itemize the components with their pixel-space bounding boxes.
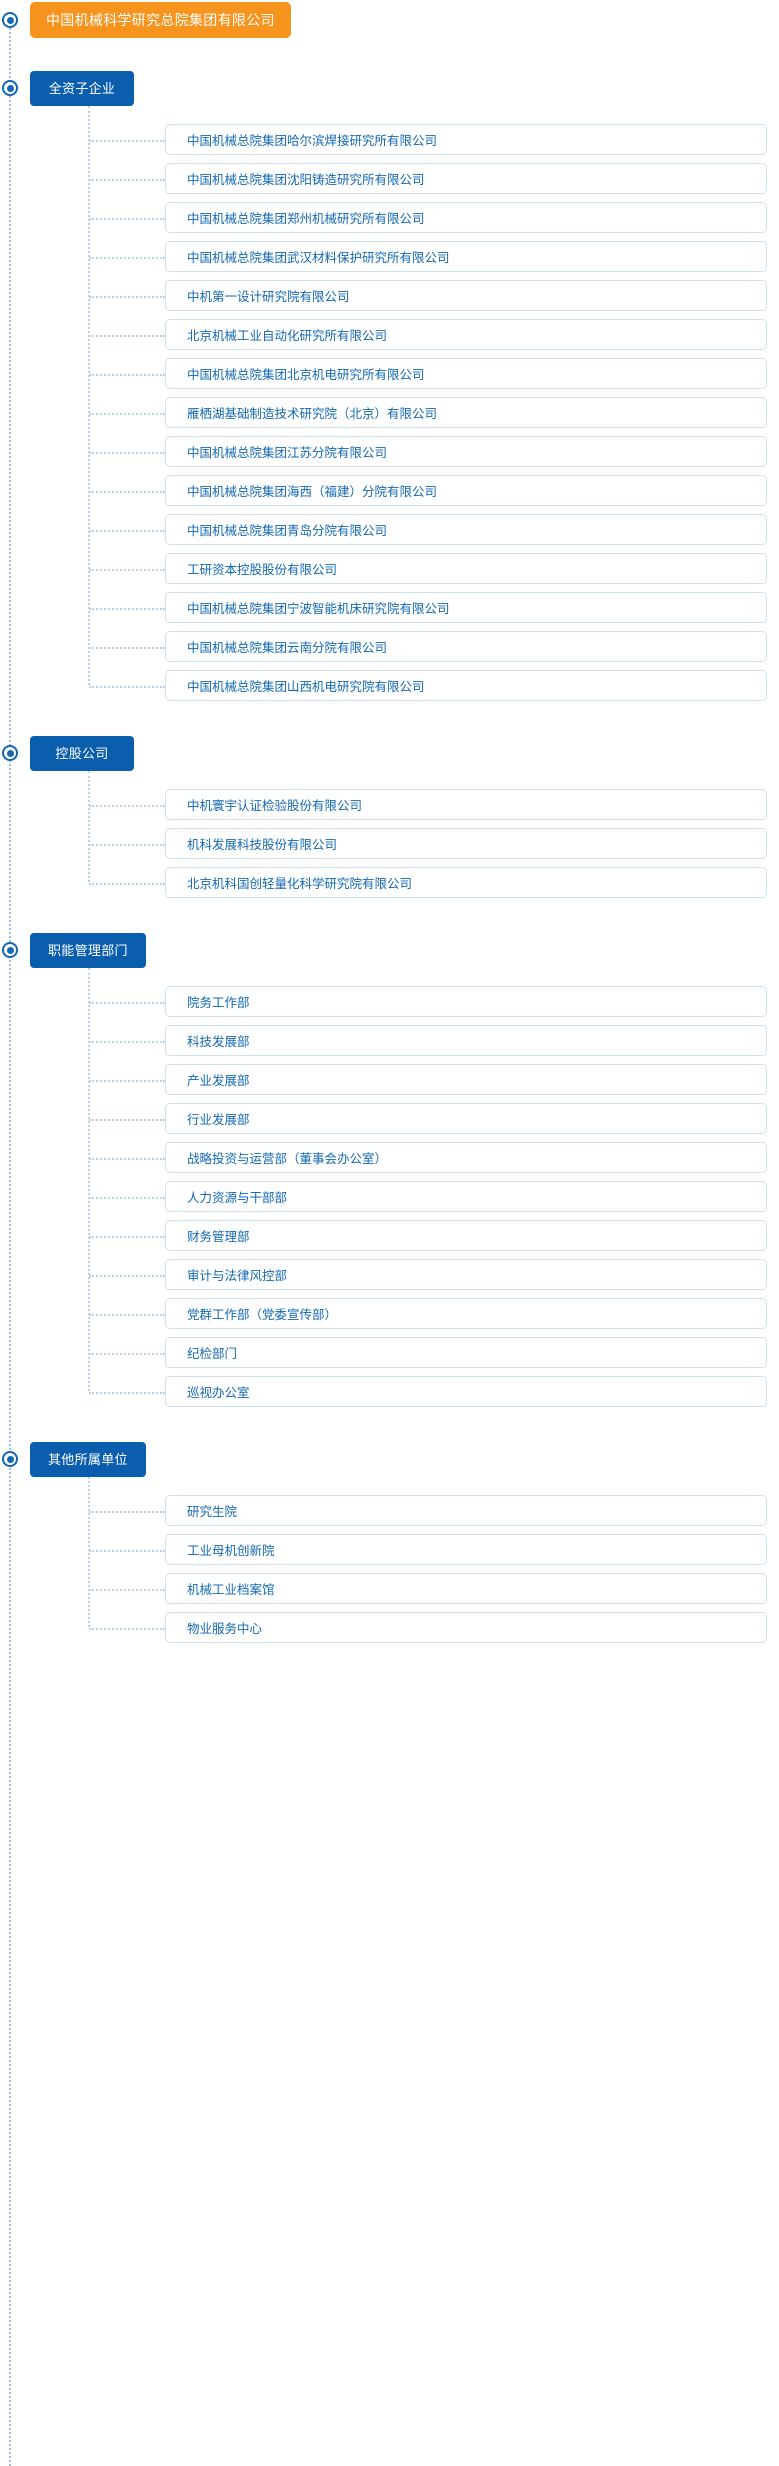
org-unit-card[interactable]: 战略投资与运营部（董事会办公室） xyxy=(165,1142,767,1173)
list-item: 科技发展部 xyxy=(89,1021,779,1060)
org-unit-card[interactable]: 机科发展科技股份有限公司 xyxy=(165,828,767,859)
group-children-list: 院务工作部科技发展部产业发展部行业发展部战略投资与运营部（董事会办公室） 人力资源… xyxy=(0,968,779,1411)
list-item: 中国机械总院集团北京机电研究所有限公司 xyxy=(89,354,779,393)
org-unit-card[interactable]: 中国机械总院集团哈尔滨焊接研究所有限公司 xyxy=(165,124,767,155)
org-unit-card[interactable]: 工业母机创新院 xyxy=(165,1534,767,1565)
org-unit-card[interactable]: 中国机械总院集团武汉材料保护研究所有限公司 xyxy=(165,241,767,272)
org-unit-card[interactable]: 产业发展部 xyxy=(165,1064,767,1095)
group-label[interactable]: 控股公司 xyxy=(30,735,134,771)
group-children-list: 中机寰宇认证检验股份有限公司机科发展科技股份有限公司北京机科国创轻量化科学研究院… xyxy=(0,771,779,902)
list-item: 院务工作部 xyxy=(89,982,779,1021)
list-item: 中国机械总院集团哈尔滨焊接研究所有限公司 xyxy=(89,120,779,159)
org-unit-card[interactable]: 北京机科国创轻量化科学研究院有限公司 xyxy=(165,867,767,898)
list-item: 中国机械总院集团江苏分院有限公司 xyxy=(89,432,779,471)
list-item: 中机第一设计研究院有限公司 xyxy=(89,276,779,315)
org-unit-card[interactable]: 中国机械总院集团沈阳铸造研究所有限公司 xyxy=(165,163,767,194)
org-unit-card[interactable]: 中国机械总院集团山西机电研究院有限公司 xyxy=(165,670,767,701)
group-children-list: 中国机械总院集团哈尔滨焊接研究所有限公司中国机械总院集团沈阳铸造研究所有限公司中… xyxy=(0,106,779,705)
group-label[interactable]: 职能管理部门 xyxy=(30,932,146,968)
list-item: 机械工业档案馆 xyxy=(89,1569,779,1608)
group-children-list: 研究生院工业母机创新院机械工业档案馆物业服务中心 xyxy=(0,1477,779,1647)
main-spine-line xyxy=(9,24,11,2466)
org-group: 其他所属单位研究生院工业母机创新院机械工业档案馆物业服务中心 xyxy=(0,1439,779,1647)
org-unit-card[interactable]: 中国机械总院集团云南分院有限公司 xyxy=(165,631,767,662)
org-unit-card[interactable]: 工研资本控股股份有限公司 xyxy=(165,553,767,584)
list-item: 审计与法律风控部 xyxy=(89,1255,779,1294)
list-item: 产业发展部 xyxy=(89,1060,779,1099)
list-item: 中国机械总院集团武汉材料保护研究所有限公司 xyxy=(89,237,779,276)
group-header-row: 控股公司 xyxy=(0,733,779,773)
list-item: 工研资本控股股份有限公司 xyxy=(89,549,779,588)
list-item: 中国机械总院集团青岛分院有限公司 xyxy=(89,510,779,549)
list-item: 中国机械总院集团海西（福建）分院有限公司 xyxy=(89,471,779,510)
root-node-label[interactable]: 中国机械科学研究总院集团有限公司 xyxy=(30,2,291,38)
org-group: 全资子企业中国机械总院集团哈尔滨焊接研究所有限公司中国机械总院集团沈阳铸造研究所… xyxy=(0,68,779,705)
org-group: 职能管理部门院务工作部科技发展部产业发展部行业发展部战略投资与运营部（董事会办公… xyxy=(0,930,779,1411)
org-unit-card[interactable]: 财务管理部 xyxy=(165,1220,767,1251)
org-unit-card[interactable]: 巡视办公室 xyxy=(165,1376,767,1407)
org-unit-card[interactable]: 党群工作部（党委宣传部） xyxy=(165,1298,767,1329)
org-unit-card[interactable]: 中国机械总院集团宁波智能机床研究院有限公司 xyxy=(165,592,767,623)
group-header-row: 职能管理部门 xyxy=(0,930,779,970)
groups-container: 全资子企业中国机械总院集团哈尔滨焊接研究所有限公司中国机械总院集团沈阳铸造研究所… xyxy=(0,68,779,1647)
org-unit-card[interactable]: 审计与法律风控部 xyxy=(165,1259,767,1290)
org-unit-card[interactable]: 研究生院 xyxy=(165,1495,767,1526)
org-unit-card[interactable]: 雁栖湖基础制造技术研究院（北京）有限公司 xyxy=(165,397,767,428)
list-item: 中国机械总院集团郑州机械研究所有限公司 xyxy=(89,198,779,237)
org-unit-card[interactable]: 北京机械工业自动化研究所有限公司 xyxy=(165,319,767,350)
list-item: 中国机械总院集团沈阳铸造研究所有限公司 xyxy=(89,159,779,198)
org-group: 控股公司中机寰宇认证检验股份有限公司机科发展科技股份有限公司北京机科国创轻量化科… xyxy=(0,733,779,902)
list-item: 财务管理部 xyxy=(89,1216,779,1255)
list-item: 北京机械工业自动化研究所有限公司 xyxy=(89,315,779,354)
group-node-dot-icon xyxy=(2,1451,18,1467)
org-unit-card[interactable]: 中机第一设计研究院有限公司 xyxy=(165,280,767,311)
list-item: 中国机械总院集团山西机电研究院有限公司 xyxy=(89,666,779,705)
org-unit-card[interactable]: 中国机械总院集团江苏分院有限公司 xyxy=(165,436,767,467)
org-unit-card[interactable]: 纪检部门 xyxy=(165,1337,767,1368)
group-label[interactable]: 其他所属单位 xyxy=(30,1441,146,1477)
root-node-row: 中国机械科学研究总院集团有限公司 xyxy=(0,0,779,40)
org-unit-card[interactable]: 机械工业档案馆 xyxy=(165,1573,767,1604)
org-unit-card[interactable]: 人力资源与干部部 xyxy=(165,1181,767,1212)
list-item: 物业服务中心 xyxy=(89,1608,779,1647)
group-node-dot-icon xyxy=(2,80,18,96)
list-item: 雁栖湖基础制造技术研究院（北京）有限公司 xyxy=(89,393,779,432)
list-item: 纪检部门 xyxy=(89,1333,779,1372)
list-item: 战略投资与运营部（董事会办公室） xyxy=(89,1138,779,1177)
list-item: 研究生院 xyxy=(89,1491,779,1530)
org-unit-card[interactable]: 院务工作部 xyxy=(165,986,767,1017)
group-header-row: 全资子企业 xyxy=(0,68,779,108)
org-unit-card[interactable]: 中国机械总院集团海西（福建）分院有限公司 xyxy=(165,475,767,506)
list-item: 党群工作部（党委宣传部） xyxy=(89,1294,779,1333)
list-item: 中国机械总院集团云南分院有限公司 xyxy=(89,627,779,666)
list-item: 人力资源与干部部 xyxy=(89,1177,779,1216)
org-unit-card[interactable]: 行业发展部 xyxy=(165,1103,767,1134)
list-item: 行业发展部 xyxy=(89,1099,779,1138)
list-item: 巡视办公室 xyxy=(89,1372,779,1411)
root-node-dot-icon xyxy=(2,12,18,28)
list-item: 中国机械总院集团宁波智能机床研究院有限公司 xyxy=(89,588,779,627)
list-item: 北京机科国创轻量化科学研究院有限公司 xyxy=(89,863,779,902)
org-unit-card[interactable]: 中国机械总院集团青岛分院有限公司 xyxy=(165,514,767,545)
org-unit-card[interactable]: 中国机械总院集团北京机电研究所有限公司 xyxy=(165,358,767,389)
org-unit-card[interactable]: 物业服务中心 xyxy=(165,1612,767,1643)
org-unit-card[interactable]: 中国机械总院集团郑州机械研究所有限公司 xyxy=(165,202,767,233)
group-node-dot-icon xyxy=(2,745,18,761)
group-node-dot-icon xyxy=(2,942,18,958)
group-header-row: 其他所属单位 xyxy=(0,1439,779,1479)
list-item: 中机寰宇认证检验股份有限公司 xyxy=(89,785,779,824)
list-item: 机科发展科技股份有限公司 xyxy=(89,824,779,863)
org-unit-card[interactable]: 中机寰宇认证检验股份有限公司 xyxy=(165,789,767,820)
group-label[interactable]: 全资子企业 xyxy=(30,70,134,106)
list-item: 工业母机创新院 xyxy=(89,1530,779,1569)
org-unit-card[interactable]: 科技发展部 xyxy=(165,1025,767,1056)
